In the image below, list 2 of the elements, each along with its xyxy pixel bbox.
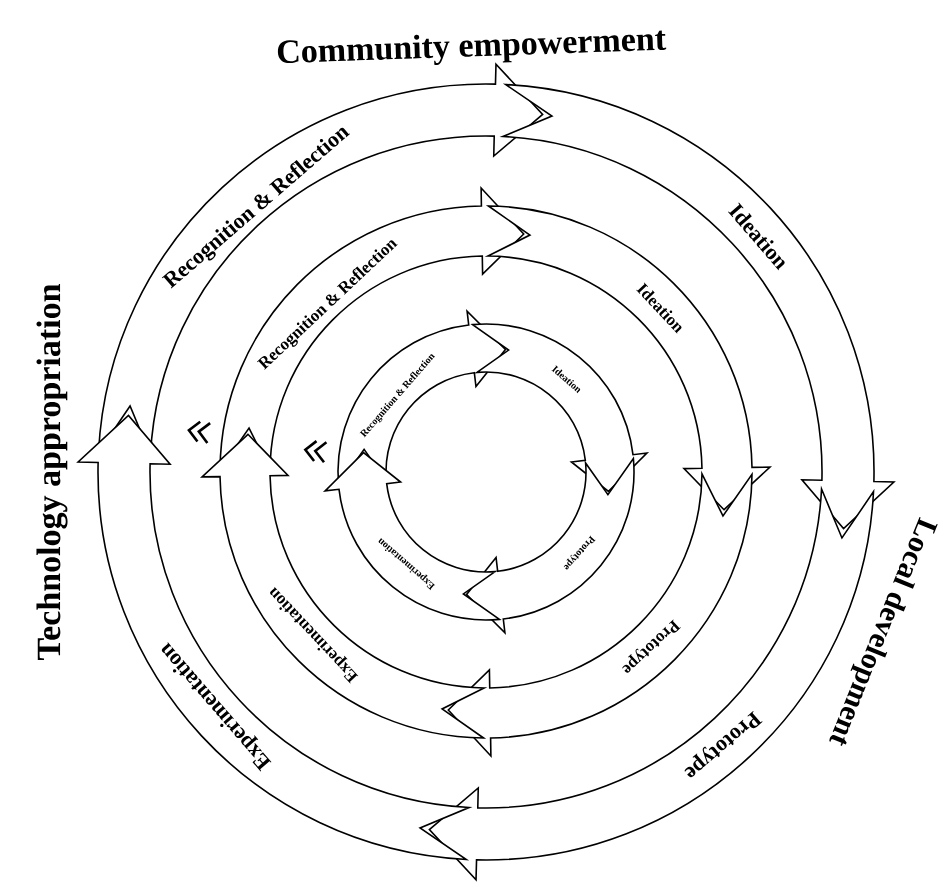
cycle-label: Community empowerment: [277, 30, 667, 65]
cycle-label: Technology appropriation: [36, 284, 68, 660]
